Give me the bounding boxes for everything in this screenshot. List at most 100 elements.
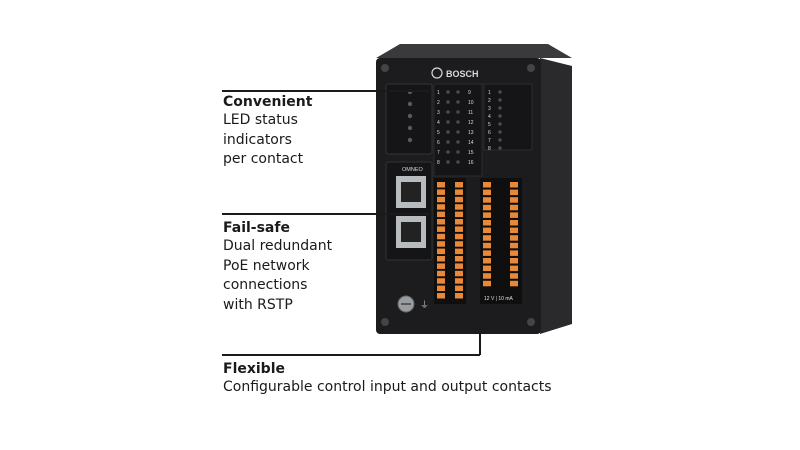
callout-line: per contact	[223, 151, 304, 167]
status-led	[407, 125, 413, 131]
terminal-contact	[455, 211, 463, 218]
terminal-contact	[483, 250, 491, 256]
terminal-contact	[510, 227, 518, 234]
contact-led-panel-right	[483, 83, 533, 151]
callout-convenient: Convenient LED status indicators per con…	[223, 93, 312, 170]
terminal-contact	[437, 233, 445, 240]
terminal-contact	[437, 182, 445, 188]
terminal-contacts	[437, 182, 518, 299]
input-contact-label: 10	[468, 100, 474, 106]
input-contact-led	[456, 110, 460, 114]
terminal-contact	[483, 227, 491, 234]
terminal-contact	[455, 219, 463, 225]
terminal-contact	[455, 285, 463, 292]
terminal-contact	[483, 273, 491, 279]
terminal-contact	[483, 265, 491, 272]
terminal-contact	[510, 273, 518, 279]
input-contact-label: 9	[468, 90, 471, 96]
output-contact-label: 2	[488, 98, 491, 104]
terminal-contact	[437, 189, 445, 195]
terminal-contact	[455, 241, 463, 247]
input-contact-led	[456, 120, 460, 124]
terminal-contact	[510, 204, 518, 211]
callout-heading: Flexible	[223, 361, 286, 377]
input-contact-led	[456, 160, 460, 164]
terminal-contact	[455, 278, 463, 284]
terminal-contact	[455, 270, 463, 277]
terminal-contact	[437, 241, 445, 247]
input-contact-led	[456, 140, 460, 144]
terminal-contact	[455, 248, 463, 255]
terminal-contact	[510, 197, 518, 203]
callout-line: indicators	[223, 131, 292, 148]
brand-label: BOSCH	[446, 69, 479, 79]
input-contact-led	[446, 100, 450, 104]
input-contact-label: 4	[437, 120, 440, 126]
input-contact-label: 12	[468, 120, 474, 126]
terminal-contact	[437, 196, 445, 203]
input-contact-label: 8	[437, 160, 440, 166]
terminal-contact	[510, 258, 518, 264]
output-contact-led	[498, 138, 502, 142]
input-contact-label: 6	[437, 140, 440, 146]
terminal-contact	[437, 204, 445, 210]
rj45-socket-icon	[401, 222, 421, 242]
terminal-contact	[483, 280, 491, 287]
input-contact-led	[446, 120, 450, 124]
terminal-contact	[437, 248, 445, 255]
input-contact-label: 16	[468, 160, 474, 166]
callout-line: LED status	[223, 112, 298, 128]
callout-line: with RSTP	[223, 296, 293, 313]
device-side-face	[540, 58, 572, 334]
terminal-contact	[437, 226, 445, 232]
screw-icon	[527, 318, 535, 326]
output-contact-led	[498, 98, 502, 102]
terminal-contact	[455, 204, 463, 210]
terminal-contact	[455, 226, 463, 232]
terminal-contact	[483, 220, 491, 226]
screw-icon	[381, 318, 389, 326]
callout-line: connections	[223, 277, 308, 293]
terminal-contact	[510, 280, 518, 287]
leader-line-convenient	[222, 90, 432, 92]
callout-line: PoE network	[223, 257, 310, 274]
terminal-contact	[437, 285, 445, 292]
terminal-contact	[437, 270, 445, 277]
terminal-contact	[437, 293, 445, 299]
terminal-contact	[510, 265, 518, 272]
terminal-contact	[483, 182, 491, 188]
status-led	[407, 113, 413, 119]
callout-failsafe: Fail-safe Dual redundant PoE network con…	[223, 219, 332, 315]
input-contact-led	[446, 140, 450, 144]
output-contact-label: 5	[488, 122, 491, 128]
terminal-contact	[455, 196, 463, 203]
rating-label: 12 V | 10 mA	[484, 296, 513, 302]
output-contact-label: 6	[488, 130, 491, 136]
terminal-contact	[510, 235, 518, 241]
output-contact-label: 4	[488, 114, 491, 120]
output-contact-led	[498, 130, 502, 134]
output-contact-led	[498, 122, 502, 126]
output-contact-label: 1	[488, 90, 491, 96]
terminal-contact	[483, 235, 491, 241]
terminal-contact	[455, 233, 463, 240]
callout-line: Dual redundant	[223, 238, 333, 254]
output-contact-led	[498, 106, 502, 110]
input-contact-label: 5	[437, 130, 440, 136]
terminal-contact	[483, 258, 491, 264]
screw-icon	[381, 64, 389, 72]
input-contact-label: 2	[437, 100, 440, 106]
terminal-contact	[437, 278, 445, 284]
terminal-contact	[437, 219, 445, 225]
input-contact-led	[446, 150, 450, 154]
input-contact-led	[446, 110, 450, 114]
ground-symbol-icon: ⏚	[420, 300, 429, 311]
terminal-contact	[510, 242, 518, 249]
output-contact-led	[498, 146, 502, 150]
input-contact-label: 7	[437, 150, 440, 156]
rj45-socket-icon	[401, 182, 421, 202]
status-leds	[407, 89, 413, 143]
callout-line: Configurable control input and output co…	[223, 379, 552, 395]
output-contact-label: 3	[488, 106, 491, 112]
input-contact-led	[446, 90, 450, 94]
